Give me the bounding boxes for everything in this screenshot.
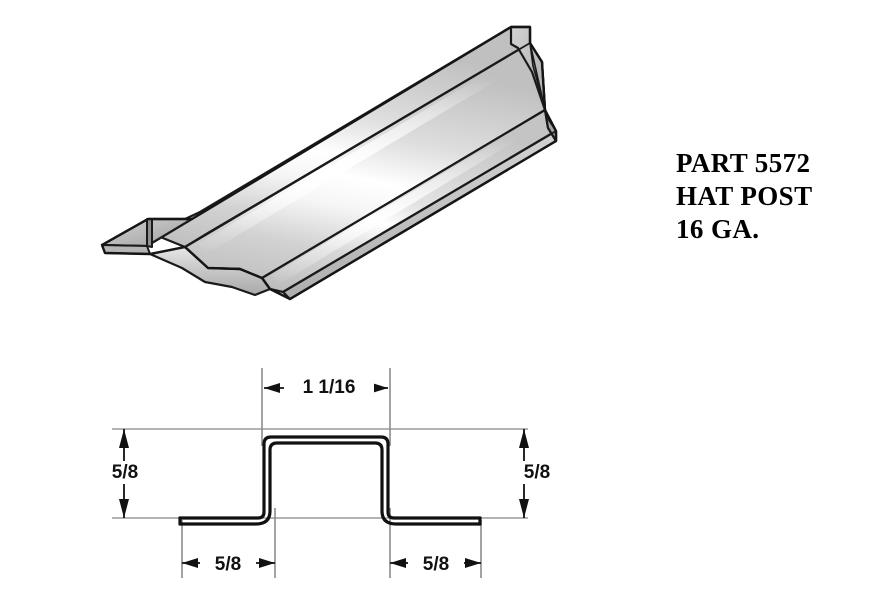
part-gauge-line: 16 GA. bbox=[676, 214, 760, 244]
part-name-line: HAT POST bbox=[676, 181, 813, 211]
profile-outer-contour bbox=[178, 435, 482, 520]
iso-highlight-upper bbox=[198, 49, 534, 254]
iso-fold-line-mid bbox=[261, 109, 546, 279]
iso-fold-line-top bbox=[184, 42, 531, 248]
dim-arrow-bottom-left-start bbox=[182, 558, 198, 568]
dim-arrow-bottom-right-start bbox=[390, 558, 406, 568]
dimension-label-bottom-right-flange: 5/8 bbox=[408, 553, 464, 576]
profile-inner-contour bbox=[178, 441, 482, 526]
dim-arrow-top-left bbox=[264, 383, 280, 393]
part-label-block: PART 5572 HAT POST 16 GA. bbox=[676, 147, 876, 246]
dim-arrow-left-top bbox=[119, 429, 129, 448]
dimension-label-bottom-left-flange: 5/8 bbox=[200, 553, 256, 576]
dim-arrow-bottom-left-end bbox=[259, 558, 275, 568]
dimension-label-top-width: 1 1/16 bbox=[284, 377, 374, 398]
dimension-label-left-height: 5/8 bbox=[100, 461, 150, 484]
cross-section-view bbox=[112, 368, 529, 578]
dim-arrow-left-bottom bbox=[119, 499, 129, 518]
dim-arrow-bottom-right-end bbox=[465, 558, 481, 568]
part-number-line: PART 5572 bbox=[676, 148, 811, 178]
iso-fold-line-near-flange bbox=[149, 246, 186, 255]
hat-post-isometric-view bbox=[100, 25, 558, 301]
iso-fold-line-bottom bbox=[282, 130, 557, 293]
iso-highlight-lower bbox=[272, 114, 547, 285]
dimension-label-right-height: 5/8 bbox=[512, 461, 562, 484]
dim-arrow-top-right bbox=[372, 383, 388, 393]
dim-arrow-right-top bbox=[519, 429, 529, 448]
dim-arrow-right-bottom bbox=[519, 499, 529, 518]
